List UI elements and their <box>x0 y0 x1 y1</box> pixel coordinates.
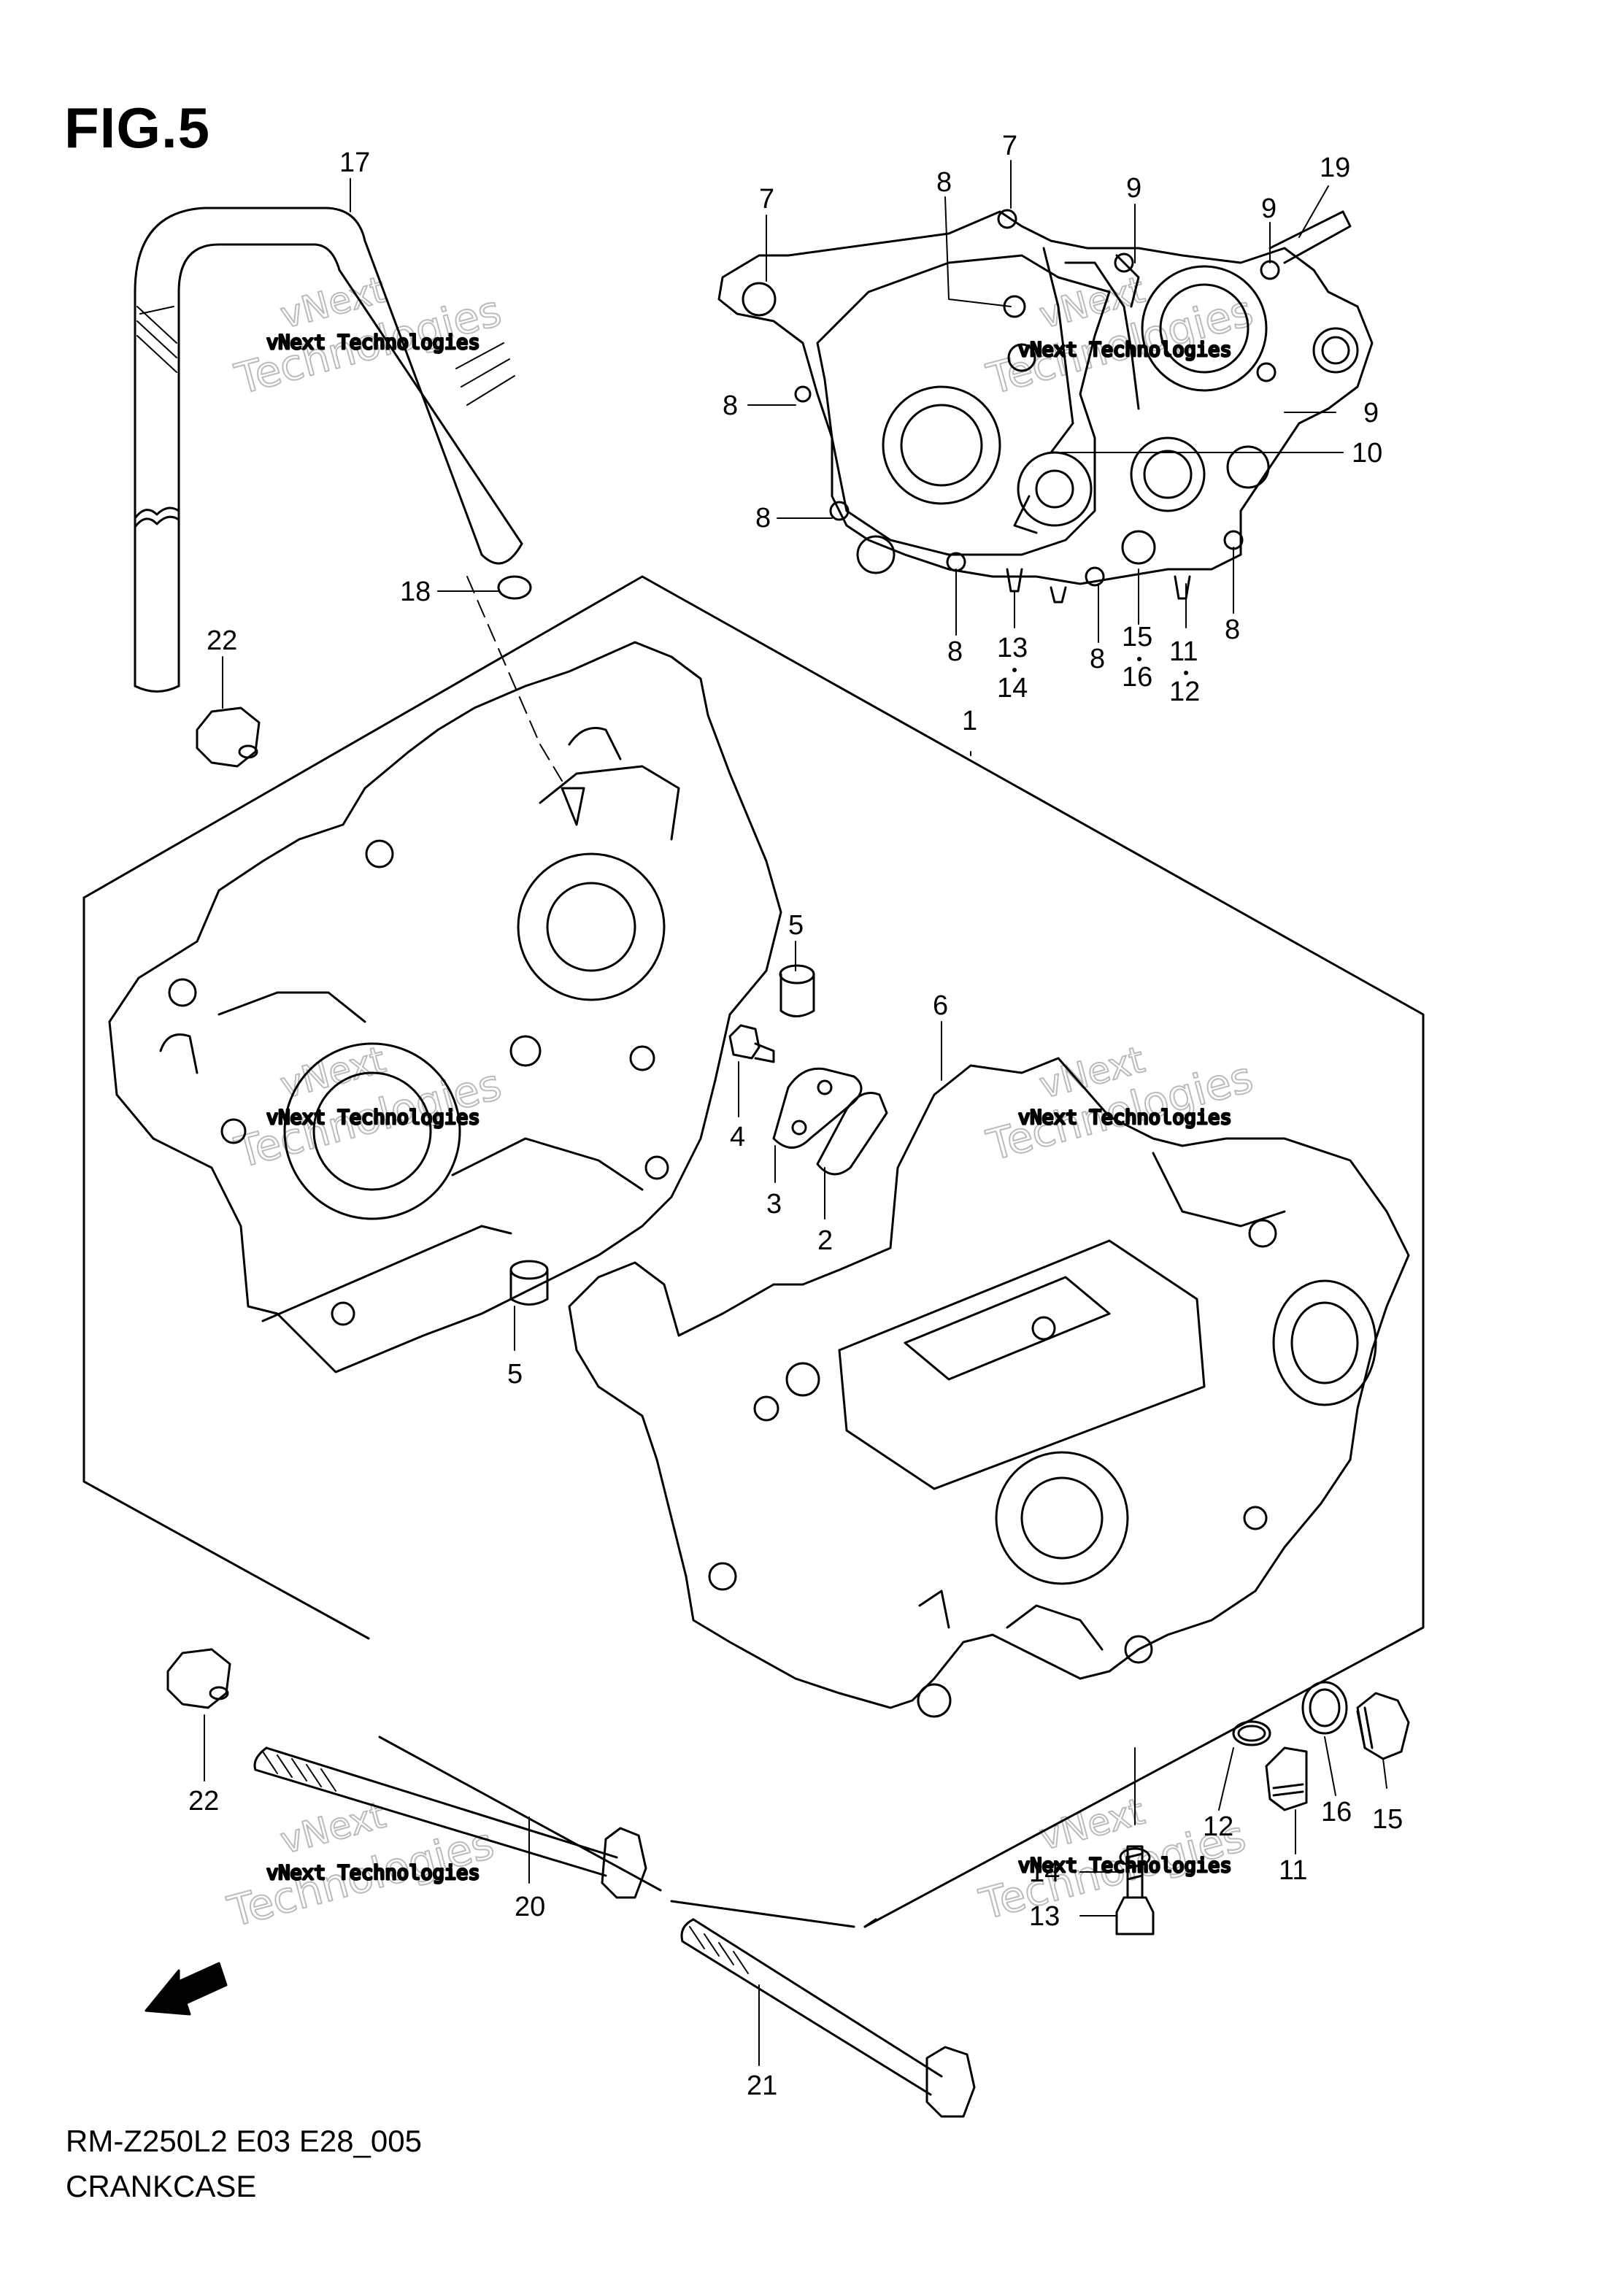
callout-9-right-top: 9 <box>1261 193 1277 224</box>
watermark-top-left: Technologies vNext vNext Technologies <box>229 268 507 405</box>
callout-14-bottom: 14 <box>1029 1857 1060 1888</box>
callout-8-bottom-3: 8 <box>1225 615 1240 645</box>
callout-15-top: 15 <box>1122 622 1152 652</box>
callout-8-bottom-2: 8 <box>1090 644 1105 674</box>
watermark-text-small: vNext Technologies <box>266 1862 480 1884</box>
watermark-top-right: Technologies vNext vNext Technologies <box>981 268 1258 405</box>
callout-5-upper: 5 <box>788 910 804 941</box>
crankcase-assembly-box <box>82 575 1425 1928</box>
nut-part-22-upper <box>196 706 261 768</box>
callout-3: 3 <box>766 1189 782 1220</box>
callout-22-upper: 22 <box>207 625 237 656</box>
callout-14-top: 14 <box>997 673 1028 704</box>
callout-18: 18 <box>400 577 431 607</box>
gasket-part-2 <box>816 1092 888 1176</box>
callout-7-left: 7 <box>759 184 774 215</box>
callout-12-top: 12 <box>1169 677 1200 707</box>
watermark-mid-left: Technologies vNext vNext Technologies <box>229 1038 507 1179</box>
nut-part-22-lower <box>166 1648 231 1709</box>
dowel-pin-upper <box>779 964 815 1017</box>
callout-numbers: 17 18 22 22 20 21 1 5 5 4 3 2 6 7 7 8 8 … <box>188 131 1403 2101</box>
callout-15-bottom: 15 <box>1372 1804 1403 1835</box>
watermark-group: Technologies vNext vNext Technologies Te… <box>222 268 1258 1938</box>
watermark-bottom-left: Technologies vNext vNext Technologies <box>222 1793 499 1938</box>
callout-4: 4 <box>730 1122 745 1152</box>
seal-ring-part-12 <box>1232 1720 1271 1746</box>
callout-1: 1 <box>962 706 977 736</box>
callout-8-bottom-1: 8 <box>947 636 963 667</box>
bolt-part-4 <box>728 1024 775 1063</box>
leader-lines <box>204 160 1387 2066</box>
right-crankcase-half <box>568 1057 1410 1718</box>
callout-19: 19 <box>1320 153 1350 183</box>
callout-22-lower: 22 <box>188 1786 219 1817</box>
watermark-text-small: vNext Technologies <box>1018 1106 1232 1129</box>
figure-title: FIG.5 <box>64 96 211 160</box>
callout-13-top: 13 <box>997 633 1028 663</box>
watermark-mid-right: Technologies vNext vNext Technologies <box>981 1038 1258 1171</box>
callout-7-top: 7 <box>1002 131 1017 161</box>
callout-8-left-upper: 8 <box>723 390 738 421</box>
callout-6: 6 <box>933 990 948 1021</box>
callout-10: 10 <box>1352 438 1382 469</box>
callout-separator-dots <box>1012 657 1188 675</box>
washer-part-14 <box>1119 1847 1151 1868</box>
plug-part-15 <box>1356 1692 1410 1760</box>
callout-11-bottom: 11 <box>1279 1855 1307 1886</box>
breather-hose-part <box>134 207 532 693</box>
model-code: RM-Z250L2 E03 E28_005 <box>66 2124 422 2158</box>
callout-2: 2 <box>817 1225 833 1256</box>
plug-part-11 <box>1265 1746 1308 1811</box>
callout-20: 20 <box>515 1892 545 1922</box>
watermark-text-small: vNext Technologies <box>1018 339 1232 361</box>
callout-8-top: 8 <box>936 167 952 198</box>
callout-8-left-lower: 8 <box>755 503 771 533</box>
crankcase-inner-view <box>717 209 1374 604</box>
callout-9-top: 9 <box>1126 173 1141 204</box>
watermark-text-small: vNext Technologies <box>266 331 480 354</box>
forward-direction-arrow: FWD <box>145 1962 228 2016</box>
callout-12-bottom: 12 <box>1203 1811 1233 1842</box>
callout-11-top: 11 <box>1169 636 1198 667</box>
seal-ring-part-16 <box>1301 1681 1348 1735</box>
callout-5-lower: 5 <box>507 1359 523 1390</box>
callout-21: 21 <box>747 2070 777 2101</box>
callout-17: 17 <box>339 147 370 178</box>
callout-16-top: 16 <box>1122 662 1152 693</box>
callout-13-bottom: 13 <box>1029 1901 1060 1932</box>
callout-9-right: 9 <box>1363 398 1379 428</box>
bolt-part-20 <box>253 1746 647 1899</box>
watermark-text-small: vNext Technologies <box>266 1106 480 1129</box>
plate-part-3 <box>772 1067 863 1149</box>
bolt-part-21 <box>680 1918 976 2118</box>
dowel-pin-lower <box>509 1260 549 1306</box>
callout-16-bottom: 16 <box>1321 1797 1352 1827</box>
section-name: CRANKCASE <box>66 2169 257 2203</box>
left-crankcase-half <box>108 641 782 1374</box>
watermark-text-small: vNext Technologies <box>1018 1854 1232 1877</box>
